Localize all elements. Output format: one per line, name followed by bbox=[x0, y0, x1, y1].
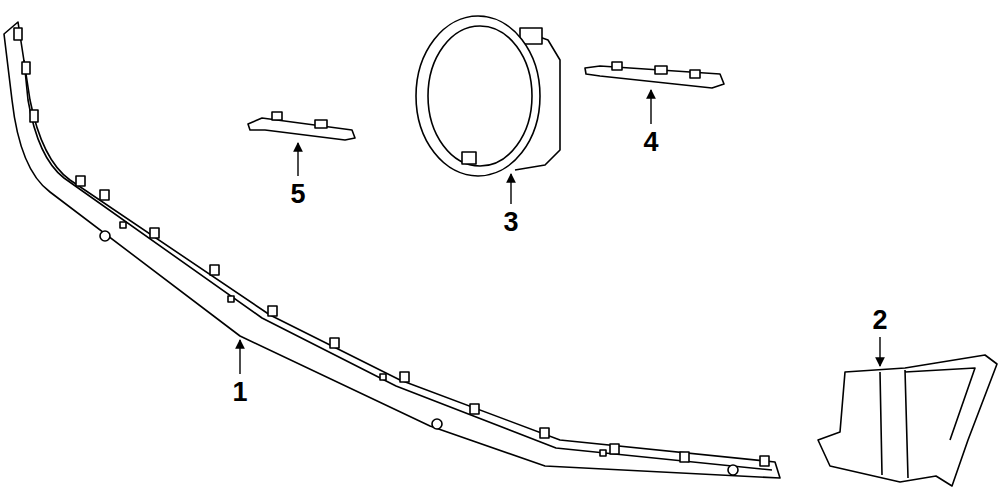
callout-number: 1 bbox=[230, 379, 249, 406]
callout-number: 5 bbox=[288, 181, 307, 208]
callout-number: 2 bbox=[870, 307, 889, 334]
callout-number: 3 bbox=[501, 209, 520, 236]
callout-number: 4 bbox=[641, 129, 660, 156]
